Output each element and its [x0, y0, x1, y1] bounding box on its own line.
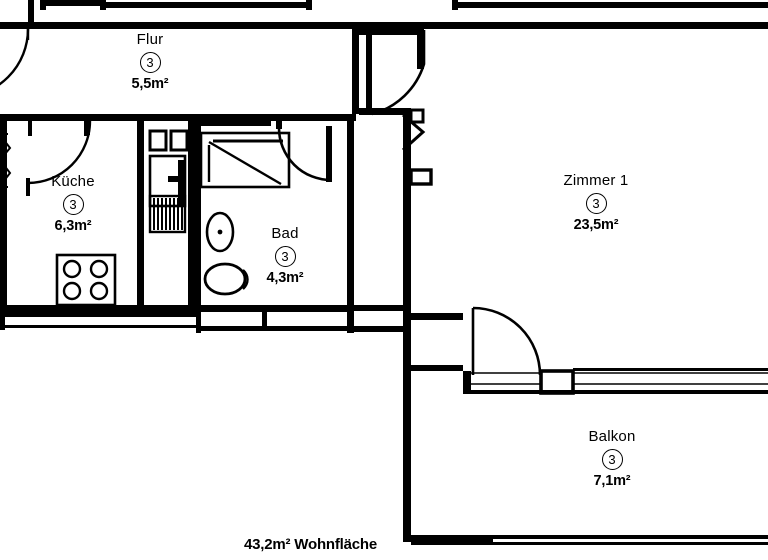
room-area-balkon: 7,1m²: [593, 473, 631, 489]
wall-horizontal-bad-bottom: [195, 305, 354, 312]
room-area-zimmer1: 23,5m²: [573, 217, 619, 233]
wall-segment: [411, 365, 463, 371]
wall-horizontal-flur-bottom-b: [206, 114, 356, 121]
wall-segment: [262, 312, 267, 330]
wall-segment: [347, 305, 354, 333]
room-label-bad: Bad 3 4,3m²: [240, 226, 330, 286]
wall-vertical-bad-left: [195, 121, 201, 311]
room-area-kueche: 6,3m²: [54, 218, 92, 234]
wall-segment: [359, 29, 417, 35]
door-swing-flur-right: [371, 29, 426, 116]
wall-segment: [0, 325, 196, 328]
wall-segment: [354, 305, 404, 311]
wall-segment: [28, 0, 34, 26]
window-balkon-strip: [463, 368, 768, 395]
wall-segment: [196, 305, 201, 333]
wall-horizontal-balkon-floor-b: [411, 542, 768, 545]
wall-vertical-flur-right: [352, 29, 359, 114]
wall-segment: [84, 121, 90, 135]
room-label-balkon: Balkon 3 7,1m²: [566, 429, 658, 489]
shaft-icon: [148, 121, 195, 311]
total-living-area-label: 43,2m² Wohnfläche: [244, 536, 378, 553]
wall-segment: [0, 312, 196, 317]
room-bad-outline: [195, 121, 354, 312]
room-name-bad: Bad: [271, 225, 299, 242]
room-label-zimmer1: Zimmer 1 3 23,5m²: [548, 173, 644, 233]
wall-segment: [366, 35, 372, 115]
room-name-flur: Flur: [136, 31, 164, 48]
door-swing-flur-entry-left: [0, 28, 30, 86]
wall-segment: [201, 326, 354, 331]
sink-icon: [205, 211, 235, 253]
room-area-flur: 5,5m²: [131, 76, 169, 92]
room-label-kueche: Küche 3 6,3m²: [28, 174, 118, 234]
room-name-zimmer1: Zimmer 1: [563, 172, 629, 189]
wall-vertical-left-outer: [0, 121, 7, 311]
window-zimmer1-left: [401, 108, 433, 186]
wall-segment: [40, 0, 102, 6]
window-kueche-left: [0, 133, 12, 188]
wall-segment: [201, 121, 271, 126]
door-swing-balkon: [471, 306, 542, 376]
wall-horizontal-main-top: [0, 22, 358, 29]
wall-horizontal-flur-bottom: [0, 114, 206, 121]
stove-4-burner-icon: [55, 253, 117, 307]
bathtub-icon: [199, 131, 291, 189]
room-badge-zimmer1: 3: [585, 193, 607, 214]
room-name-kueche: Küche: [51, 173, 95, 190]
wall-vertical-balkon-left: [403, 320, 411, 542]
room-badge-balkon: 3: [601, 449, 623, 470]
balkon-outline: [411, 535, 768, 545]
wall-segment: [100, 2, 310, 8]
toilet-icon: [203, 262, 249, 296]
wall-segment: [359, 108, 411, 115]
wall-segment: [354, 326, 404, 332]
room-badge-flur: 3: [139, 52, 161, 73]
room-name-balkon: Balkon: [588, 428, 636, 445]
room-area-bad: 4,3m²: [266, 270, 304, 286]
top-wall-group: [0, 0, 768, 115]
wall-segment: [0, 312, 5, 330]
wall-horizontal-balkon-floor: [411, 535, 768, 539]
room-kueche-outline: [0, 121, 196, 312]
room-flur-outline: [0, 114, 356, 136]
room-label-flur: Flur 3 5,5m²: [105, 32, 195, 92]
wall-vertical-bad-right: [347, 121, 354, 311]
wall-segment: [306, 0, 312, 10]
room-badge-kueche: 3: [62, 194, 84, 215]
wall-segment: [28, 114, 32, 136]
room-badge-bad: 3: [274, 246, 296, 267]
wall-horizontal-zimmer1-bottom: [403, 313, 463, 320]
door-swing-bad: [276, 121, 332, 182]
door-swing-kueche: [26, 120, 92, 196]
wall-vertical-kueche-right: [137, 121, 144, 311]
wall-vertical-zimmer1-left: [403, 115, 411, 320]
wall-segment: [452, 2, 768, 8]
wall-horizontal-main-top-right: [358, 22, 768, 29]
wall-horizontal-kueche-bottom: [0, 305, 196, 312]
lower-structure-group: [0, 305, 404, 333]
